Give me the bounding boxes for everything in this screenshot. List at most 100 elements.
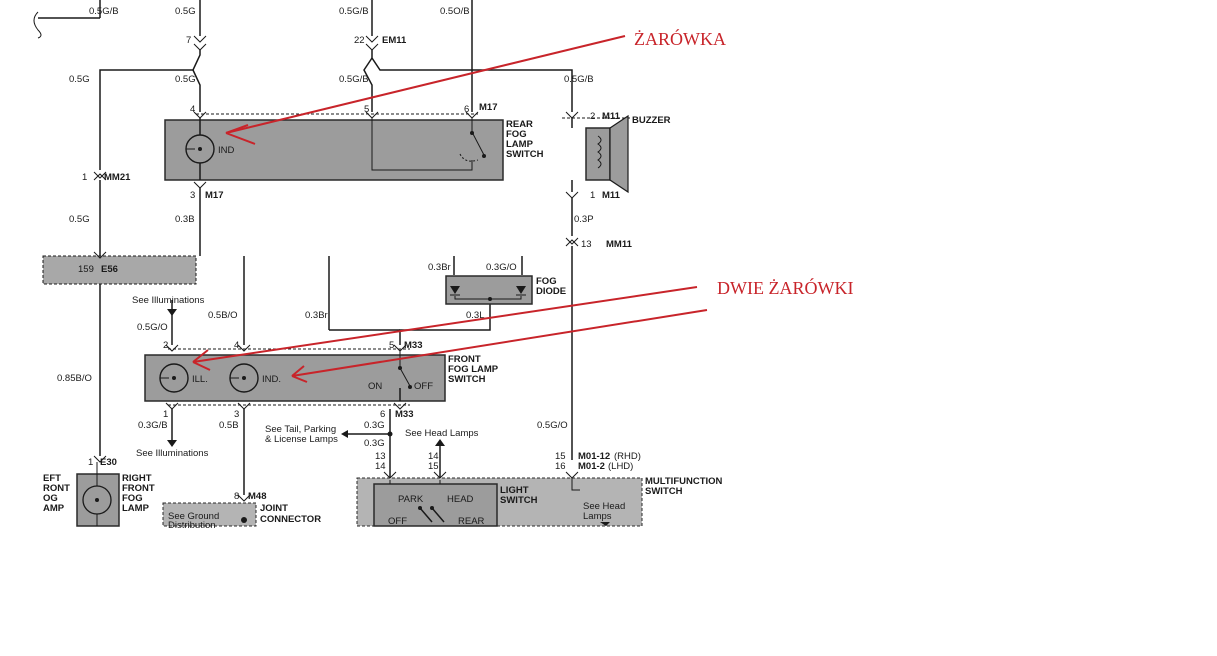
see-head-lamps-label: See Head Lamps <box>405 428 479 439</box>
joint-connector: See Ground Distribution JOINT CONNECTOR <box>162 494 321 531</box>
wire-label: 0.3P <box>574 214 594 225</box>
multifunction-label-1: MULTIFUNCTION <box>645 476 723 487</box>
joint-label-1: JOINT <box>260 503 288 514</box>
connector-label: M11 <box>602 190 621 201</box>
multifunction-label-2: SWITCH <box>645 486 683 497</box>
pin-label: 2 <box>163 340 168 351</box>
left-fog-label-2: RONT <box>43 483 70 494</box>
head-label: HEAD <box>447 494 474 505</box>
wire-label: 0.5G/B <box>89 6 119 17</box>
rear-fog-lamp-switch: IND REAR FOG LAMP SWITCH <box>164 111 544 189</box>
left-fog-label-1: EFT <box>43 473 61 484</box>
connector-label: EM11 <box>382 35 407 46</box>
right-fog-label-2: FRONT <box>122 483 155 494</box>
wire-label: 0.5O/B <box>440 6 470 17</box>
buzzer: BUZZER <box>562 111 671 460</box>
pin-label: 1 <box>163 409 168 420</box>
connector-label: M17 <box>205 190 223 201</box>
pin-label: 159 <box>78 264 94 275</box>
light-switch-label-1: LIGHT <box>500 485 529 496</box>
arrow-to-rear-ind <box>225 35 626 134</box>
left-fog-label-4: AMP <box>43 503 65 514</box>
see-tail-label-2: & License Lamps <box>265 434 338 445</box>
pin-label: 1 <box>88 457 93 468</box>
wire-break-symbol <box>33 11 42 39</box>
switch-off-label: OFF <box>414 381 433 392</box>
wire-label: 0.5G <box>69 214 90 225</box>
wire-label: 0.3B <box>175 214 195 225</box>
connector-label: M33 <box>395 409 413 420</box>
wire-label: 0.3L <box>466 310 485 321</box>
arrow-head-icon <box>225 124 256 145</box>
rear-label: REAR <box>458 516 485 527</box>
connector-label: M11 <box>602 111 621 122</box>
see-ground-label: See Ground <box>168 511 219 522</box>
see-tail-label-1: See Tail, Parking <box>265 424 336 435</box>
arrow-head-icon <box>192 349 211 371</box>
fog-diode-label-1: FOG <box>536 276 557 287</box>
right-fog-label-1: RIGHT <box>122 473 152 484</box>
wire-label: 0.3G/O <box>486 262 517 273</box>
pin-label: 3 <box>234 409 239 420</box>
fog-diode: FOG DIODE <box>445 275 566 305</box>
wire-label: 0.3G/B <box>138 420 168 431</box>
pin-label: 8 <box>234 491 239 502</box>
wire-label: 0.85B/O <box>57 373 92 384</box>
switch-on-label: ON <box>368 381 382 392</box>
wire-label: 0.5G/O <box>137 322 168 333</box>
arrow-to-front-ind <box>291 309 708 377</box>
park-label: PARK <box>398 494 424 505</box>
pin-label: 1 <box>590 190 595 201</box>
connector-label: E30 <box>100 457 117 468</box>
light-switch-blade-icon <box>419 507 445 523</box>
connector-label: M48 <box>248 491 266 502</box>
wire-label: 0.5G <box>175 74 196 85</box>
pin-label: 5 <box>389 340 394 351</box>
pin-label: 3 <box>190 190 195 201</box>
rear-fog-label-4: SWITCH <box>506 149 544 160</box>
red-annotations: ŻARÓWKA DWIE ŻARÓWKI <box>192 28 853 383</box>
rear-ind-label: IND <box>218 145 235 156</box>
buzzer-horn-icon <box>609 114 629 194</box>
rear-fog-label-3: LAMP <box>506 139 534 150</box>
wire-labels: 0.5G/B 0.5G 0.5G/B 0.5O/B 0.5G 0.5G 0.5G… <box>57 6 594 449</box>
wire-label: 0.5G/B <box>339 74 369 85</box>
arrow-to-front-ill <box>192 286 698 363</box>
annotation-dwie-zarowki: DWIE ŻARÓWKI <box>717 277 853 298</box>
connector-label: M01-12 <box>578 451 610 462</box>
annotation-zarowka: ŻARÓWKA <box>634 28 726 49</box>
buzzer-label: BUZZER <box>632 115 671 126</box>
connector-label: M33 <box>404 340 422 351</box>
see-head-lamps-box-2: Lamps <box>583 511 612 522</box>
connector-label: M01-2 <box>578 461 605 472</box>
front-fog-lamp-switch: ILL. IND. ON OFF FRONT FOG LAMP SWITCH <box>144 344 499 500</box>
connector-label: MM11 <box>606 239 633 250</box>
off-label: OFF <box>388 516 407 527</box>
right-fog-label-4: LAMP <box>122 503 150 514</box>
pin-label: 13 <box>581 239 592 250</box>
pin-label: 15 <box>428 461 439 472</box>
connector-labels: 7 22 EM11 4 5 6 M17 2 M11 1 MM21 3 M17 1… <box>78 35 641 502</box>
connector-label: E56 <box>101 264 118 275</box>
wire-label: 0.5G <box>69 74 90 85</box>
wire-label: 0.5G <box>175 6 196 17</box>
see-ground-label-2: Distribution <box>168 520 216 531</box>
light-switch-label-2: SWITCH <box>500 495 538 506</box>
wire-label: 0.3Br <box>305 310 328 321</box>
illum-arrow-icon <box>167 309 177 316</box>
pin-label: 2 <box>590 111 595 122</box>
right-fog-label-3: FOG <box>122 493 143 504</box>
pin-label: 13 <box>375 451 386 462</box>
buzzer-body <box>585 127 611 181</box>
wire-label: 0.3Br <box>428 262 451 273</box>
pin-label: 5 <box>364 104 369 115</box>
wire-label: 0.5B <box>219 420 239 431</box>
wire-label: 0.5G/B <box>564 74 594 85</box>
pin-label: 22 <box>354 35 365 46</box>
left-wiring <box>42 171 523 456</box>
front-fog-label-3: SWITCH <box>448 374 486 385</box>
ground-distribution-box <box>162 502 257 527</box>
see-illuminations-bottom: See Illuminations <box>136 448 209 459</box>
connector-label: M17 <box>479 102 497 113</box>
connector-label: MM21 <box>104 172 131 183</box>
